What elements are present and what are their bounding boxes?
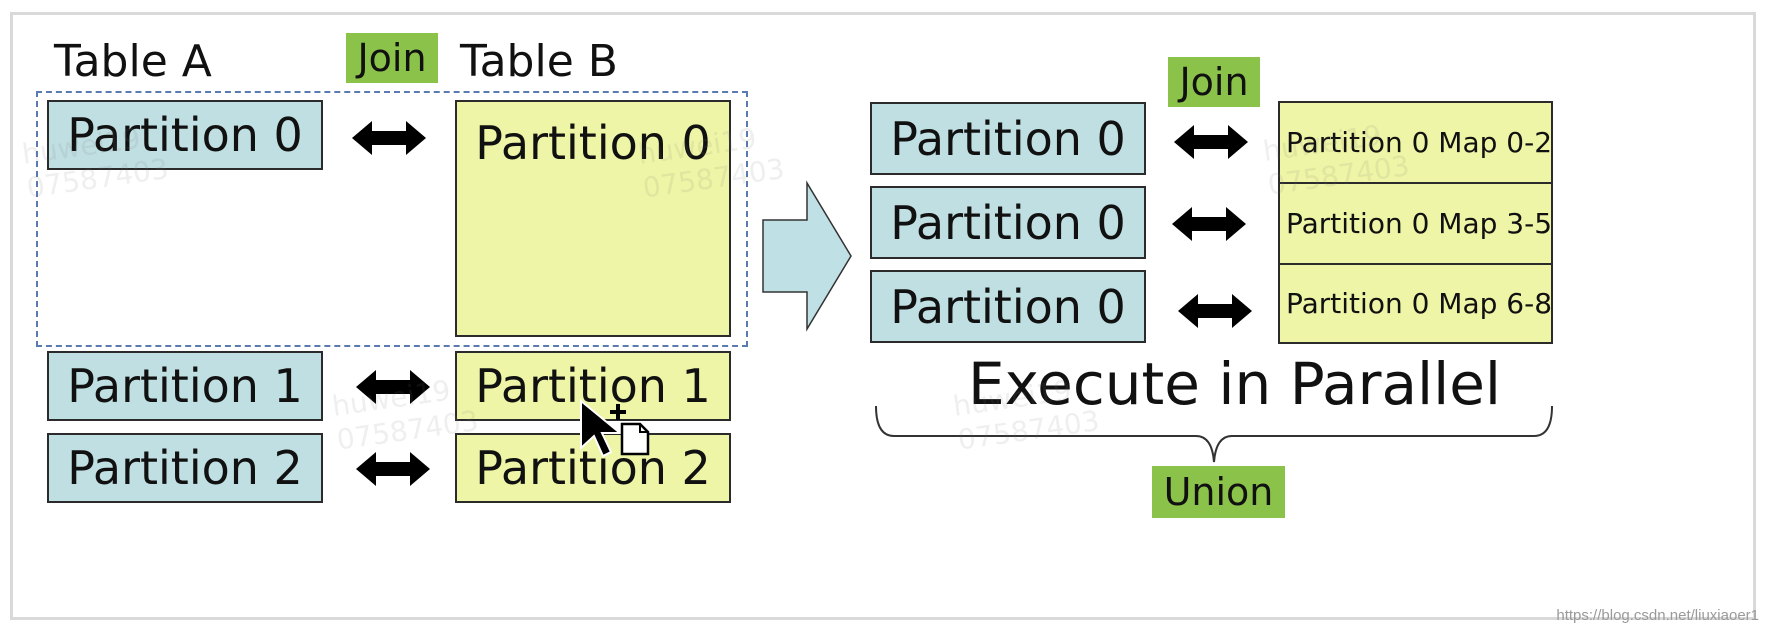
table-a-partition-1: Partition 1 — [47, 351, 323, 421]
union-brace — [875, 405, 1553, 463]
table-b-title: Table B — [460, 36, 618, 87]
union-tag: Union — [1152, 466, 1285, 518]
join-tag-right: Join — [1168, 57, 1260, 107]
table-b-partition-2: Partition 2 — [455, 433, 731, 503]
execute-parallel-heading: Execute in Parallel — [968, 350, 1502, 418]
parallel-partition-0-a: Partition 0 — [870, 102, 1146, 175]
double-arrow-icon — [1172, 207, 1246, 241]
copy-cursor-icon — [580, 398, 650, 458]
join-tag-left: Join — [346, 33, 438, 83]
transform-arrow-icon — [762, 180, 852, 332]
double-arrow-icon — [1174, 125, 1248, 159]
table-a-title: Table A — [54, 36, 212, 87]
double-arrow-icon — [356, 370, 430, 404]
parallel-partition-0-c: Partition 0 — [870, 270, 1146, 343]
double-arrow-icon — [1178, 294, 1252, 328]
parallel-partition-0-b: Partition 0 — [870, 186, 1146, 259]
skewed-partition-outline — [36, 91, 748, 347]
table-a-partition-0: Partition 0 — [47, 100, 323, 170]
map-box-3-5: Partition 0 Map 3-5 — [1278, 182, 1553, 265]
double-arrow-icon — [356, 452, 430, 486]
table-a-partition-2: Partition 2 — [47, 433, 323, 503]
source-credit: https://blog.csdn.net/liuxiaoer1 — [1556, 607, 1759, 624]
table-b-partition-0: Partition 0 — [455, 100, 731, 337]
table-b-partition-1: Partition 1 — [455, 351, 731, 421]
map-box-0-2: Partition 0 Map 0-2 — [1278, 101, 1553, 184]
double-arrow-icon — [352, 121, 426, 155]
map-box-6-8: Partition 0 Map 6-8 — [1278, 263, 1553, 344]
